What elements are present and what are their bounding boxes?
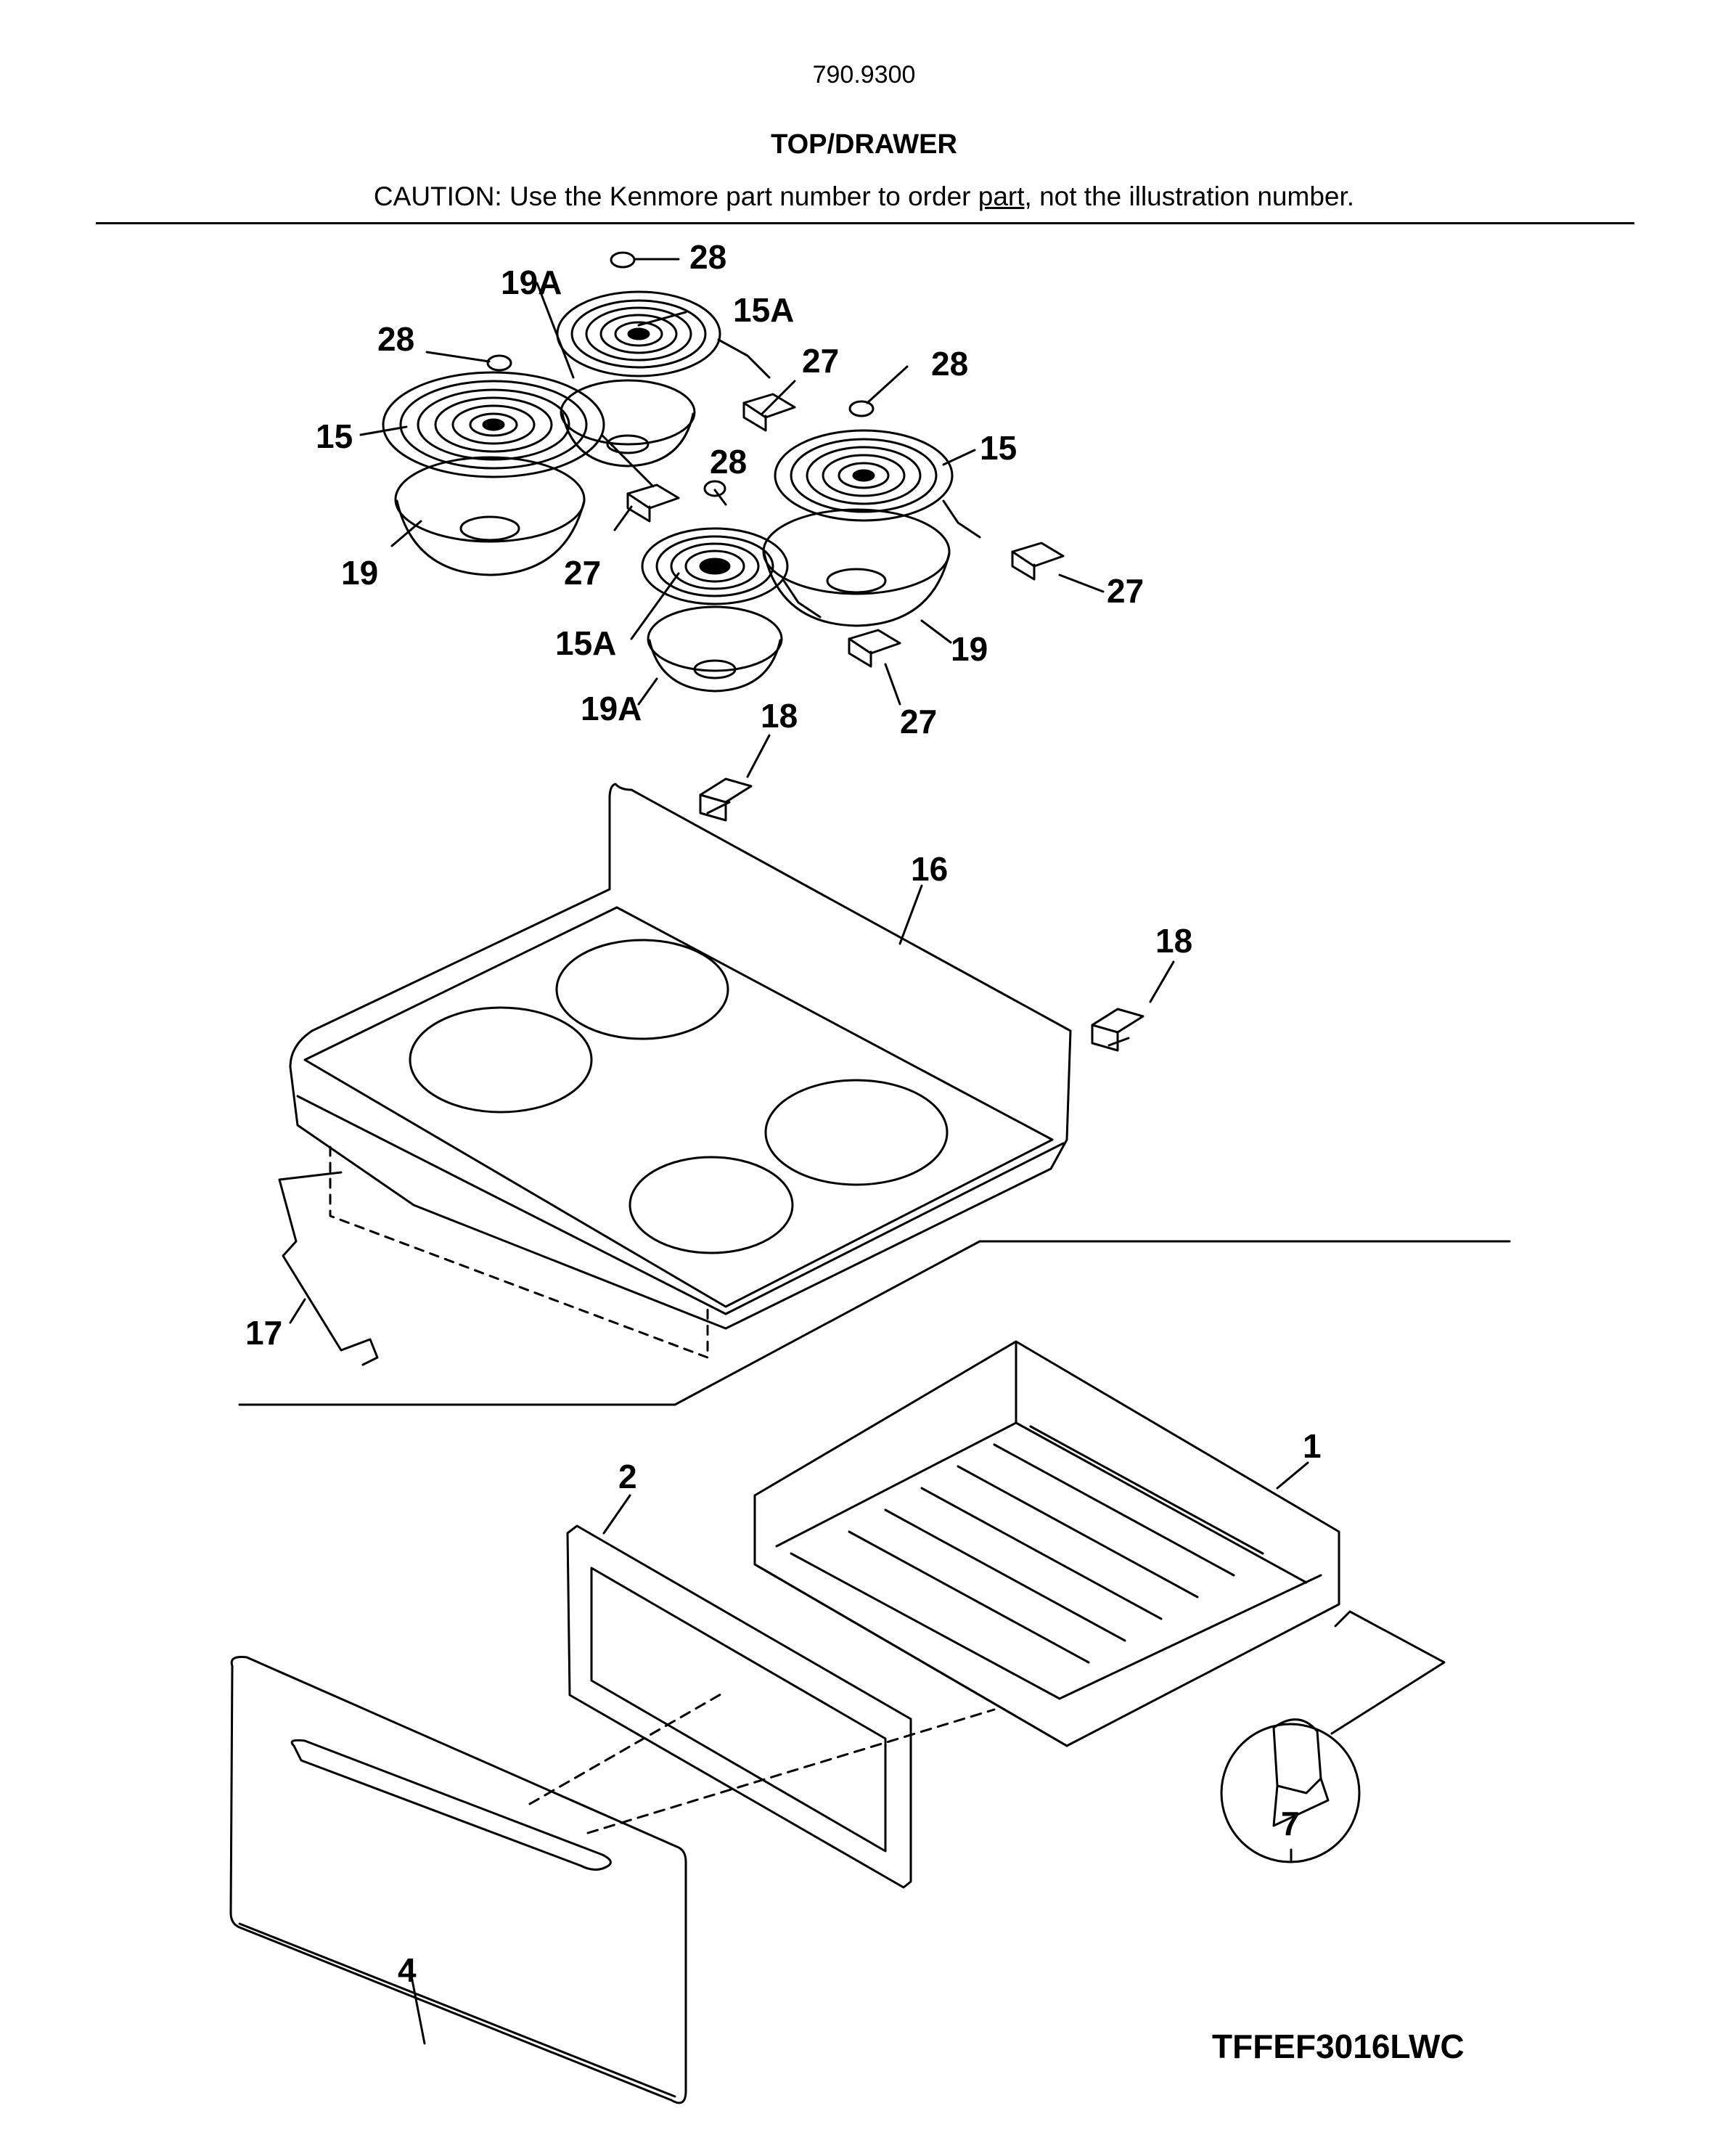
callout-27-left: 27 <box>564 554 601 592</box>
trim-disc-4 <box>703 480 726 497</box>
model-number: 790.9300 <box>812 61 916 89</box>
terminal-block-1 <box>742 393 796 432</box>
terminal-block-2 <box>626 483 680 523</box>
drip-bowl-rear <box>560 379 696 467</box>
caution-part-link: part <box>978 181 1025 211</box>
callout-28-top: 28 <box>689 238 726 276</box>
cooktop-boundary-line <box>238 1240 1511 1406</box>
bracket-right <box>1091 1008 1145 1052</box>
callout-15a-front: 15A <box>555 624 616 662</box>
callout-15-left: 15 <box>316 417 353 455</box>
callout-28-center: 28 <box>710 443 747 481</box>
caution-prefix: CAUTION: Use the Kenmore part number to … <box>373 181 978 211</box>
trim-disc-1 <box>610 251 636 269</box>
drawer-body <box>753 1340 1340 1747</box>
surface-element-front <box>641 527 822 618</box>
drawer-assembly-line-1 <box>528 1690 727 1805</box>
callout-27-right: 27 <box>1107 572 1144 610</box>
drawer-front-panel <box>229 1656 687 2104</box>
trim-disc-3 <box>848 400 875 417</box>
callout-15a-top: 15A <box>733 291 794 329</box>
callout-18-left: 18 <box>761 697 798 735</box>
cooktop-hidden-line <box>329 1146 709 1359</box>
header-divider <box>96 222 1634 224</box>
drip-bowl-front <box>647 605 783 693</box>
callout-28-left: 28 <box>377 320 414 358</box>
callout-16-cooktop: 16 <box>911 850 948 888</box>
callout-7-stop: 7 <box>1281 1805 1300 1842</box>
bracket-left <box>699 777 753 822</box>
callout-19-right: 19 <box>951 630 988 668</box>
callout-17-rod: 17 <box>245 1314 282 1352</box>
terminal-block-3 <box>1011 542 1065 581</box>
surface-element-left <box>382 371 655 488</box>
leader-lines <box>289 258 1309 2045</box>
callout-15-right: 15 <box>980 429 1017 467</box>
callout-1-drawer: 1 <box>1303 1427 1322 1465</box>
caution-note: CAUTION: Use the Kenmore part number to … <box>0 181 1728 212</box>
section-title: TOP/DRAWER <box>771 129 957 160</box>
drawer-assembly-line-2 <box>586 1708 996 1834</box>
drip-bowl-left <box>394 456 586 576</box>
callout-27-front: 27 <box>900 703 937 740</box>
callout-2-liner: 2 <box>618 1458 637 1495</box>
caution-suffix: , not the illustration number. <box>1024 181 1355 211</box>
callout-labels: 28 19A 15A 28 27 28 15 15 28 19 27 27 15… <box>245 238 1322 1989</box>
drawer-liner <box>566 1524 912 1889</box>
callout-19a-top: 19A <box>501 264 562 301</box>
trim-disc-2 <box>486 354 512 372</box>
terminal-block-4 <box>848 629 901 668</box>
drawer-stop-detail <box>1220 1610 1446 1863</box>
cooktop-prop-rod <box>278 1171 379 1366</box>
cooktop <box>289 783 1072 1330</box>
callout-4-front: 4 <box>398 1951 417 1989</box>
callout-27-top: 27 <box>802 342 839 380</box>
footer-model-number: TFFEF3016LWC <box>1212 2028 1465 2065</box>
surface-element-right <box>774 429 981 539</box>
drip-bowl-right <box>762 508 951 627</box>
callout-28-right: 28 <box>931 345 968 383</box>
callout-19-left: 19 <box>341 554 378 592</box>
callout-18-right: 18 <box>1155 922 1192 960</box>
callout-19a-front: 19A <box>581 690 642 727</box>
